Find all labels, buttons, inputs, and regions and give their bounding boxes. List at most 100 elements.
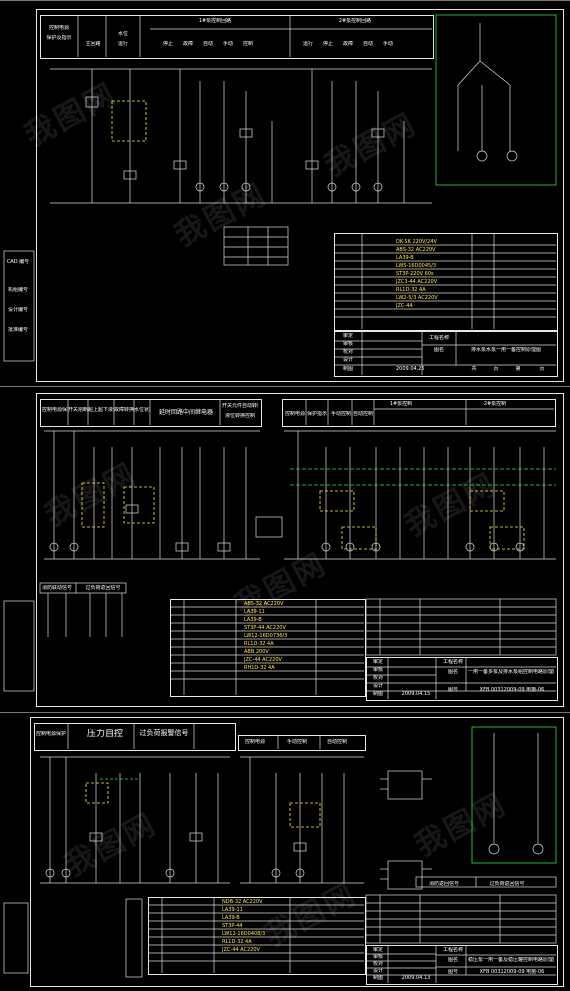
header-pump1: 1#泵控制回路 (198, 18, 232, 24)
bom1-8: JZC-44 (396, 303, 413, 309)
tb2-row-1: 审核 (372, 667, 383, 673)
bom1-7: LW2-5/3 AC220V (396, 295, 438, 301)
tb2-row-3: 设计 (372, 683, 383, 689)
sheet-1-schematic (3, 14, 557, 375)
tb2-drawing-title: 一用一备多泵及排水泵组控制电路原理图 (468, 669, 554, 675)
tb3-drawing-title: 稳压泵一用一备及稳压罐控制电路原理图 (468, 957, 554, 963)
tb3-row-3: 设计 (372, 968, 383, 974)
tb1-drawing-label: 图名 (433, 347, 444, 353)
sheet-3-schematic (3, 723, 557, 983)
sheet-2-frame (36, 393, 564, 707)
side-label-design: 设计编号 (7, 307, 28, 313)
sub-header-5: 自动 (202, 41, 213, 47)
sub-header-7: 控制 (242, 41, 253, 47)
sheet-2-title-block (366, 657, 558, 701)
sheet-1-frame (36, 9, 564, 382)
signal3-fire: 消防返回信号 (428, 881, 459, 887)
sheet-3-frame (30, 717, 564, 987)
bom1-2: LA39-B (396, 255, 414, 261)
header-pump2: 2#泵控制回路 (338, 18, 372, 24)
sub-header-10: 故障 (342, 41, 353, 47)
bom2-5: RL1D-32 4A (244, 641, 274, 647)
bom2-4: LW12-16D0736/3 (244, 633, 288, 639)
tb3-row-0: 审定 (372, 947, 383, 953)
signal3-overload: 过负荷返回信号 (489, 881, 525, 887)
hdr3-3: 控制电源 (244, 739, 265, 745)
hdr3-5: 自动控制 (326, 739, 347, 745)
sub-header-4: 故障 (182, 41, 193, 47)
hdr2-13: 2#泵控制 (483, 401, 507, 407)
tb2-number-label: 图号 (447, 687, 458, 693)
tb3-row-2: 校对 (372, 961, 383, 967)
tb3-number-label: 图号 (447, 969, 458, 975)
bom2-3: ST3P-44 AC220V (244, 625, 286, 631)
bom3-4: LW12-16D0408/3 (222, 931, 266, 937)
bom3-1: LA39-11 (222, 907, 243, 913)
sub-header-6: 手动 (222, 41, 233, 47)
side-label-approve: 批准编号 (7, 327, 28, 333)
tb1-row-4: 制图 (342, 366, 353, 372)
tb2-date: 2009.04.15 (401, 691, 431, 697)
tb2-row-2: 校对 (372, 675, 383, 681)
bom3-3: ST3P-44 (222, 923, 243, 929)
sheet-2-schematic (3, 399, 557, 699)
sub-header-2: 运行 (117, 41, 128, 47)
tb1-row-3: 设计 (342, 357, 353, 363)
tb2-row-0: 审定 (372, 659, 383, 665)
tb1-date: 2009.04.25 (396, 366, 424, 372)
side-label-unit: 机组编号 (7, 287, 28, 293)
sheet-3-title-block (366, 945, 558, 985)
sheet-1-header (40, 15, 434, 59)
sub-header-11: 自动 (362, 41, 373, 47)
bom1-0: DK-SK 220V/24V (396, 239, 437, 245)
bom3-0: NDB-32 AC220V (222, 899, 263, 905)
hdr3-1-pressure: 压力自控 (86, 729, 123, 739)
bom1-4: ST3P-220V 60s (396, 271, 434, 277)
tb2-row-4: 制图 (372, 691, 383, 697)
hdr2-3: 故障转换 (114, 407, 134, 413)
tb1-project-label: 工程名称 (428, 335, 449, 341)
header-protection: 保护及指示 (46, 35, 72, 41)
sub-header-3: 停止 (162, 41, 173, 47)
sheet-2-header-left (40, 399, 262, 427)
hdr3-4: 手动控制 (286, 739, 307, 745)
side-label-cad: CAD 编号 (6, 259, 30, 265)
tb1-page-suffix: 页 (539, 366, 545, 372)
tb2-project-label: 工程名称 (442, 659, 463, 665)
sheet-3-bom-left (148, 897, 366, 975)
sub-header-12: 手动 (382, 41, 393, 47)
sub-header-8: 运行 (302, 41, 313, 47)
bom1-5: JZC3-44 AC220V (396, 279, 438, 285)
hdr2-6: 开关元件自动转换 (222, 403, 258, 409)
sheet-1-title-block (334, 331, 558, 377)
bom3-5: RL1D-32 4A (222, 939, 252, 945)
sheet-1: 控制电源 保护及指示 水位 1#泵控制回路 2#泵控制回路 主回路 运行 停止 … (0, 0, 570, 387)
header-level: 水位 (117, 31, 128, 37)
sheet-1-bom (334, 233, 558, 331)
tb3-date: 2009.04.13 (401, 975, 431, 981)
bom1-6: RL1D-32 4A (396, 287, 426, 293)
bom1-1: ABS-32 AC220V (396, 247, 436, 253)
bom2-2: LA39-B (244, 617, 262, 623)
hdr2-9: 保护指示 (306, 411, 327, 417)
hdr2-1: 开关熔断器 (68, 407, 88, 413)
signal-label-fire: 消防联动信号 (41, 585, 72, 591)
tb1-drawing-title: 排水泵水泵一用一备控制原理图 (470, 347, 541, 353)
sheet-2-header-right (282, 399, 556, 427)
bom2-6: ABB 200V (244, 649, 269, 655)
bom2-1: LA39-11 (244, 609, 265, 615)
bom2-7: JZC-44 AC220V (244, 657, 282, 663)
bom2-8: RH1D-32 4A (244, 665, 275, 671)
hdr2-7: 液位转换控制 (224, 413, 255, 419)
bom2-0: ABS-32 AC220V (244, 601, 284, 607)
tb1-page-sheet: 第 (515, 366, 521, 372)
tb3-number: XFB 00312009-09 电施-06 (479, 969, 545, 975)
tb3-row-4: 制图 (372, 975, 383, 981)
sheet-2-bom-left (170, 599, 366, 697)
tb1-row-2: 校对 (342, 349, 353, 355)
hdr2-12: 1#泵控制 (389, 401, 413, 407)
